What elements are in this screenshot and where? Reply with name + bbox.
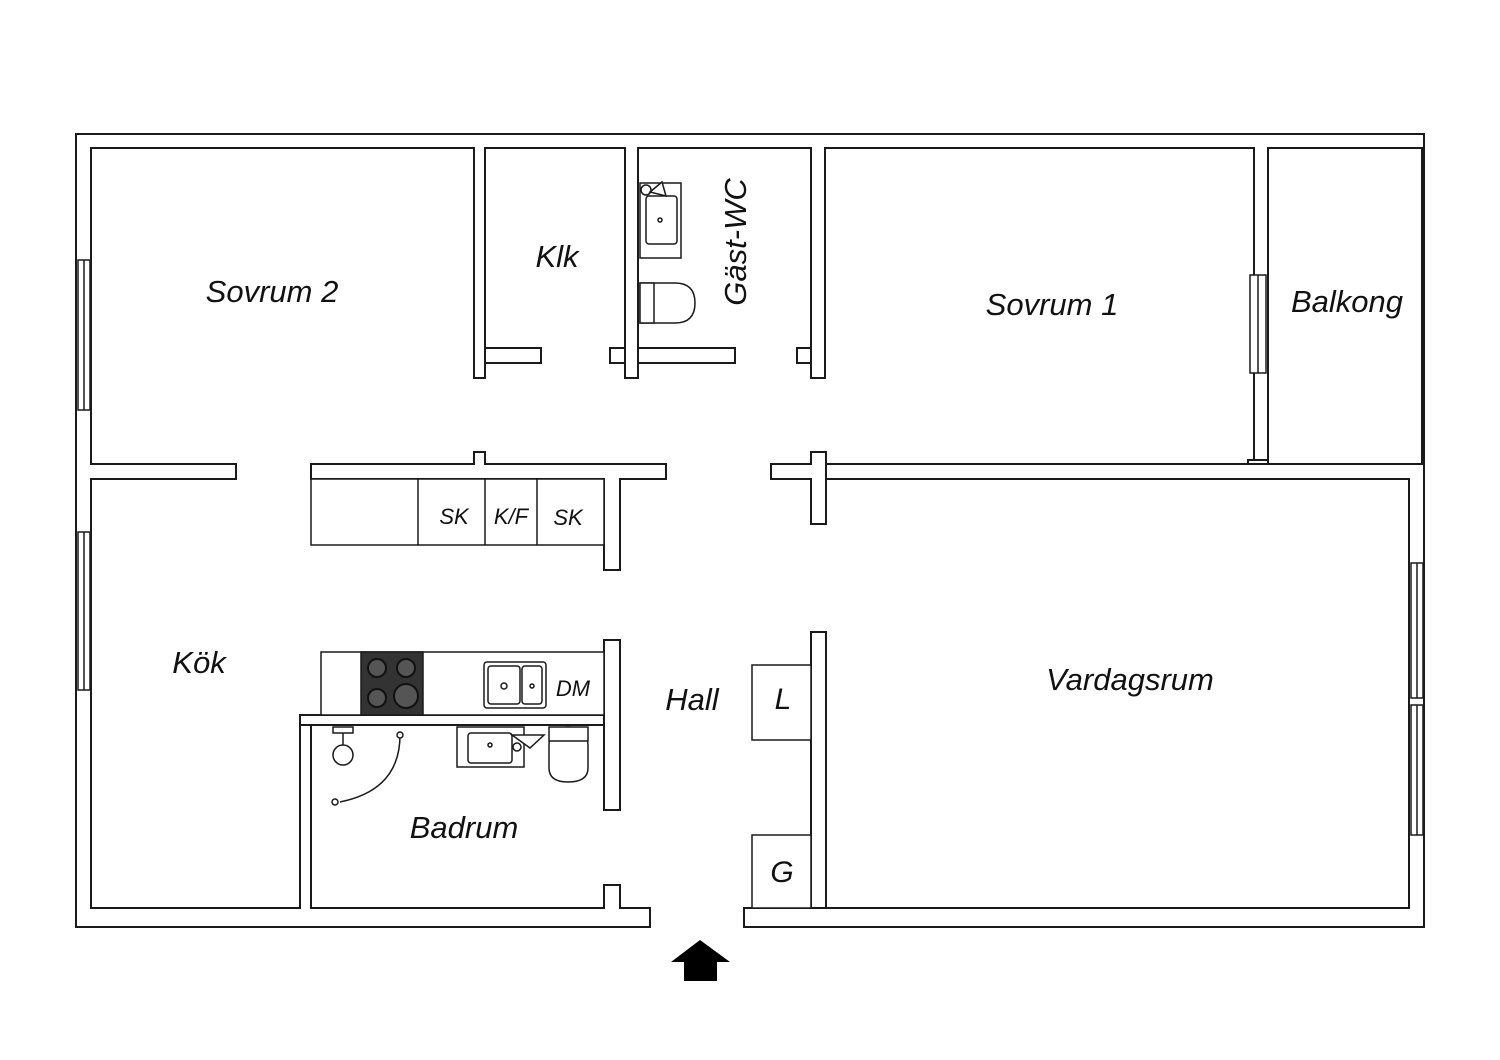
- closet-g: [751, 834, 812, 909]
- windows: [77, 259, 1424, 836]
- room-label-kok: Kök: [172, 645, 227, 680]
- bath-toilet-icon: [548, 726, 589, 783]
- room-label-badrum: Badrum: [410, 810, 519, 845]
- fixture-label-kf: K/F: [494, 504, 530, 529]
- fixture-label-sk-left: SK: [439, 504, 470, 529]
- fixture-label-sk-right: SK: [553, 505, 584, 530]
- room-label-sovrum1: Sovrum 1: [986, 287, 1119, 322]
- washbasin-icon: [639, 180, 682, 259]
- room-label-balkong: Balkong: [1291, 284, 1403, 319]
- room-label-klk: Klk: [535, 239, 580, 274]
- hall-closets: [310, 478, 812, 909]
- closet-l: [751, 664, 812, 741]
- kitchen-counter: [320, 651, 605, 716]
- shower-icon: [331, 726, 404, 806]
- kitchen-sink-icon: [483, 661, 547, 709]
- bath-sink-icon: [456, 726, 546, 768]
- guest-wc-fixtures: [639, 180, 696, 324]
- entrance-arrow-icon: [671, 940, 730, 981]
- bathroom-fixtures: [331, 726, 589, 806]
- toilet-icon: [639, 282, 696, 324]
- interior-walls: [299, 347, 1269, 909]
- closet-block: [310, 478, 605, 546]
- fixture-label-dm: DM: [556, 676, 591, 701]
- closet-label-g: G: [770, 856, 793, 889]
- room-label-sovrum2: Sovrum 2: [206, 274, 339, 309]
- outer-walls: [75, 133, 1425, 928]
- room-label-vardagsrum: Vardagsrum: [1046, 662, 1214, 697]
- room-label-hall: Hall: [665, 682, 720, 717]
- room-label-gast-wc: Gäst-WC: [718, 178, 753, 306]
- closet-label-l: L: [775, 683, 792, 716]
